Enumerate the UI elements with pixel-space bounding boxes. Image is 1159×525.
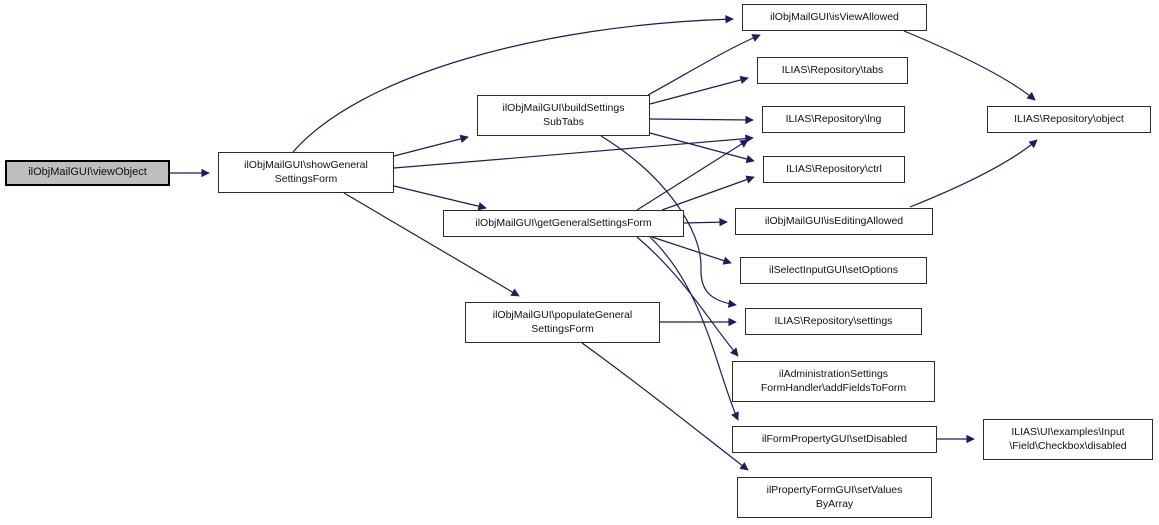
- node-label: ilObjMailGUI\isViewAllowed: [770, 10, 899, 23]
- node-label: ILIAS\Repository\object: [1014, 112, 1124, 125]
- edge-get-general-settings-form-to-repository-ctrl: [661, 175, 755, 211]
- edge-show-general-settings-form-to-build-settings-sub-tabs: [393, 134, 469, 157]
- edge-show-general-settings-form-to-repository-lng: [393, 134, 754, 169]
- node-label: ILIAS\UI\examples\Input: [1011, 426, 1125, 438]
- edge-show-general-settings-form-to-get-general-settings-form: [393, 185, 487, 211]
- node-label: ilObjMailGUI\showGeneral: [244, 159, 368, 171]
- edge-build-settings-sub-tabs-to-repository-lng: [649, 115, 754, 125]
- node-label: ilFormPropertyGUI\setDisabled: [761, 432, 908, 445]
- edge-populate-general-settings-form-to-set-values-by-array: [581, 342, 749, 471]
- node-get-general-settings-form[interactable]: ilObjMailGUI\getGeneralSettingsForm: [443, 210, 684, 237]
- node-label: SubTabs: [543, 115, 584, 128]
- node-label: ILIAS\Repository\tabs: [781, 63, 884, 76]
- node-repository-lng[interactable]: ILIAS\Repository\lng: [762, 106, 905, 133]
- edge-build-settings-sub-tabs-to-repository-tabs: [649, 75, 749, 105]
- node-label: ilObjMailGUI\buildSettings: [502, 102, 625, 114]
- node-label: ILIAS\Repository\lng: [785, 112, 882, 125]
- edge-get-general-settings-form-to-set-options: [651, 236, 732, 265]
- edge-get-general-settings-form-to-set-disabled: [649, 236, 739, 421]
- edge-build-settings-sub-tabs-to-is-view-allowed: [647, 34, 761, 96]
- node-label: ILIAS\Repository\ctrl: [786, 162, 882, 175]
- node-is-view-allowed[interactable]: ilObjMailGUI\isViewAllowed: [742, 4, 927, 31]
- node-set-disabled[interactable]: ilFormPropertyGUI\setDisabled: [732, 426, 937, 453]
- edge-build-settings-sub-tabs-to-repository-ctrl: [649, 132, 755, 164]
- node-label: ilPropertyFormGUI\setValues: [766, 484, 903, 496]
- node-repository-settings[interactable]: ILIAS\Repository\settings: [745, 308, 922, 335]
- node-view-object[interactable]: ilObjMailGUI\viewObject: [5, 160, 170, 186]
- node-label: ilSelectInputGUI\setOptions: [769, 263, 898, 276]
- edge-get-general-settings-form-to-is-editing-allowed: [683, 217, 728, 227]
- edge-show-general-settings-form-to-populate-general-settings-form: [343, 192, 520, 297]
- node-label: ilObjMailGUI\populateGeneral: [492, 309, 633, 321]
- node-label: ilObjMailGUI\isEditingAllowed: [764, 214, 904, 227]
- edge-get-general-settings-form-to-add-fields-to-form: [636, 236, 739, 357]
- node-label: \Field\Checkbox\disabled: [1009, 439, 1127, 452]
- node-checkbox-disabled[interactable]: ILIAS\UI\examples\Input\Field\Checkbox\d…: [983, 419, 1153, 460]
- node-repository-tabs[interactable]: ILIAS\Repository\tabs: [757, 57, 908, 84]
- edge-show-general-settings-form-to-is-view-allowed: [292, 15, 734, 153]
- node-label: SettingsForm: [274, 172, 338, 185]
- node-is-editing-allowed[interactable]: ilObjMailGUI\isEditingAllowed: [735, 208, 933, 235]
- edge-is-view-allowed-to-repository-object: [903, 30, 1036, 101]
- edge-is-editing-allowed-to-repository-object: [909, 139, 1038, 208]
- node-label: FormHandler\addFieldsToForm: [760, 381, 907, 394]
- node-label: ByArray: [815, 497, 854, 510]
- node-label: SettingsForm: [531, 322, 594, 335]
- edge-build-settings-sub-tabs-to-repository-settings: [600, 135, 737, 308]
- node-label: ilAdministrationSettings: [778, 368, 889, 380]
- node-label: ilObjMailGUI\viewObject: [28, 166, 147, 179]
- edge-get-general-settings-form-to-repository-lng: [636, 139, 749, 211]
- node-label: ILIAS\Repository\settings: [774, 314, 893, 327]
- node-repository-ctrl[interactable]: ILIAS\Repository\ctrl: [763, 156, 905, 183]
- node-label: ilObjMailGUI\getGeneralSettingsForm: [475, 216, 652, 229]
- node-set-options[interactable]: ilSelectInputGUI\setOptions: [740, 257, 927, 284]
- node-repository-object[interactable]: ILIAS\Repository\object: [987, 106, 1151, 133]
